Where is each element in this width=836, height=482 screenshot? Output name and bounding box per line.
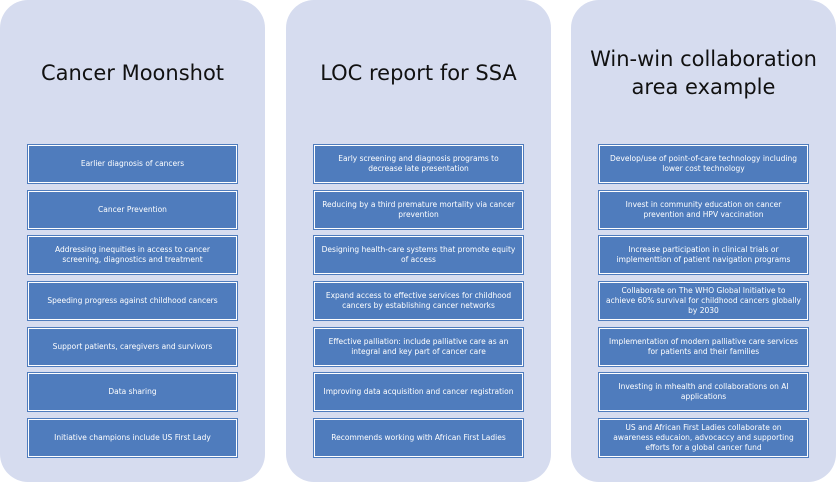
list-item: Implementation of modern palliative care… bbox=[599, 328, 808, 366]
list-item: Investing in mhealth and collaborations … bbox=[599, 373, 808, 411]
column-cancer-moonshot: Cancer Moonshot Earlier diagnosis of can… bbox=[0, 0, 265, 482]
list-item: Data sharing bbox=[28, 373, 237, 411]
list-item: Increase participation in clinical trial… bbox=[599, 236, 808, 274]
list-item: Designing health-care systems that promo… bbox=[314, 236, 523, 274]
list-item: Support patients, caregivers and survivo… bbox=[28, 328, 237, 366]
column-title: Cancer Moonshot bbox=[40, 61, 225, 85]
list-item: Recommends working with African First La… bbox=[314, 419, 523, 457]
list-item: Effective palliation: include palliative… bbox=[314, 328, 523, 366]
column-title: Win-win collaboration area example bbox=[590, 47, 817, 99]
list-item: Reducing by a third premature mortality … bbox=[314, 191, 523, 229]
list-item: Earlier diagnosis of cancers bbox=[28, 145, 237, 183]
list-item: Develop/use of point-of-care technology … bbox=[599, 145, 808, 183]
column-loc-report: LOC report for SSA Early screening and d… bbox=[286, 0, 551, 482]
column-win-win-collaboration: Win-win collaboration area example Devel… bbox=[571, 0, 836, 482]
list-item: Cancer Prevention bbox=[28, 191, 237, 229]
list-item: Early screening and diagnosis programs t… bbox=[314, 145, 523, 183]
list-item: Expand access to effective services for … bbox=[314, 282, 523, 320]
list-item: Collaborate on The WHO Global Initiative… bbox=[599, 282, 808, 320]
list-item: Initiative champions include US First La… bbox=[28, 419, 237, 457]
list-item: US and African First Ladies collaborate … bbox=[599, 419, 808, 457]
list-item: Invest in community education on cancer … bbox=[599, 191, 808, 229]
column-title: LOC report for SSA bbox=[320, 61, 517, 85]
list-item: Improving data acquisition and cancer re… bbox=[314, 373, 523, 411]
list-item: Addressing inequities in access to cance… bbox=[28, 236, 237, 274]
list-item: Speeding progress against childhood canc… bbox=[28, 282, 237, 320]
